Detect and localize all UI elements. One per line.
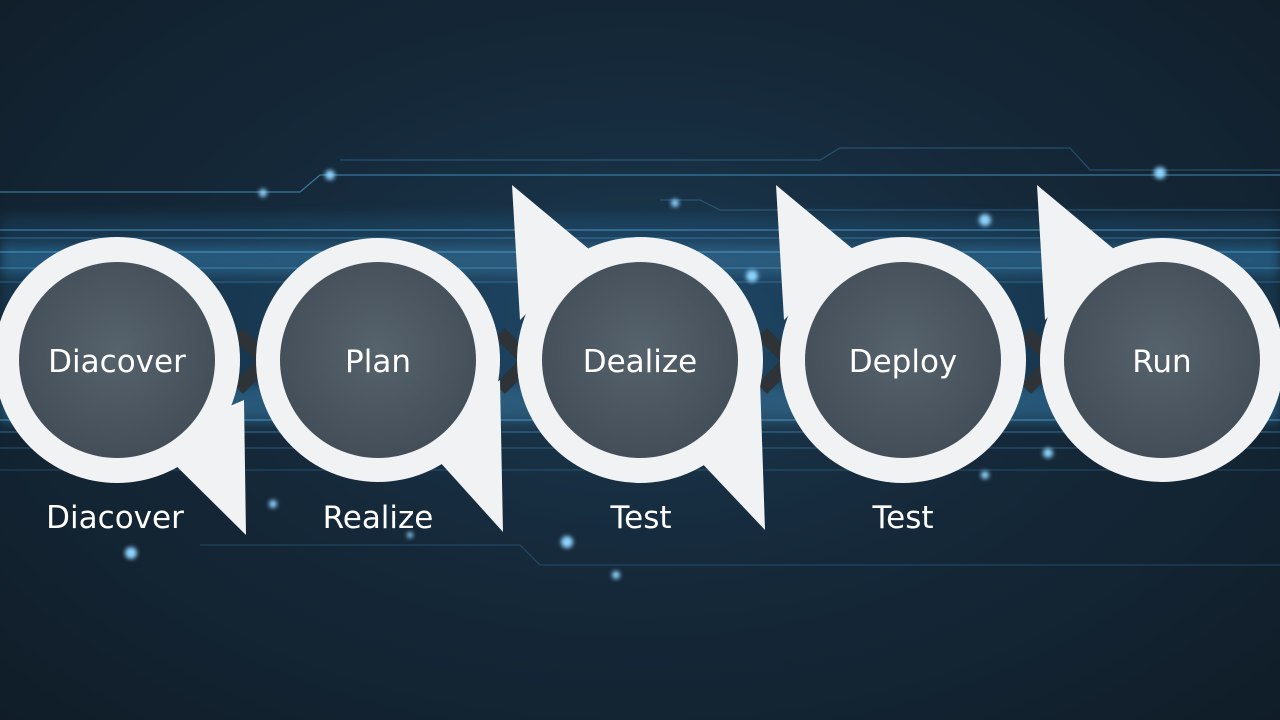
stage-caption: Test	[871, 500, 933, 536]
bubble-core	[542, 262, 738, 458]
stage-caption: Test	[609, 500, 671, 536]
speech-bubble-tail	[776, 185, 854, 320]
stage-caption: Realize	[323, 500, 434, 536]
stage-title: Diacover	[48, 344, 186, 380]
bubble-core	[280, 262, 476, 458]
stage-run: Run	[1037, 185, 1280, 482]
bubble-core	[1064, 262, 1260, 458]
stage-discover: Diacover	[0, 237, 246, 535]
stage-title: Deploy	[849, 344, 958, 380]
stage-caption: Diacover	[46, 500, 184, 536]
speech-bubble-tail	[512, 185, 590, 320]
stage-title: Run	[1132, 344, 1191, 380]
stage-title: Dealize	[583, 344, 698, 380]
stage-captions: Diacover Realize Test Test	[46, 500, 933, 536]
speech-bubble-tail	[1037, 185, 1115, 320]
bubble-core	[19, 262, 215, 458]
stage-deploy: Deploy	[776, 185, 1026, 483]
stage-realize: Dealize	[512, 185, 765, 530]
stage-title: Plan	[345, 344, 411, 380]
stage-plan: Plan	[256, 238, 503, 532]
bubble-core	[805, 262, 1001, 458]
